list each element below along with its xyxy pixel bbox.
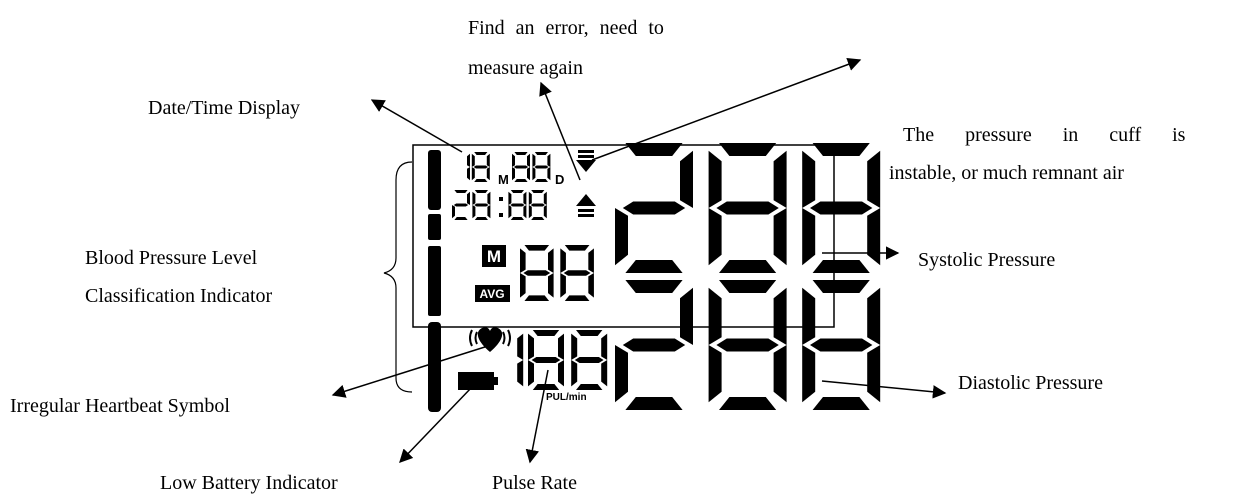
- irregular-heartbeat-icon: [469, 327, 511, 352]
- pulse-rate-label: Pulse Rate: [492, 472, 577, 494]
- arrow-error: [539, 81, 581, 181]
- classification-label-line2: Classification Indicator: [85, 285, 273, 307]
- arrow-datetime: [370, 99, 463, 153]
- error-indicator-icon: [576, 194, 596, 217]
- day-digits: [512, 152, 551, 182]
- error-label-line1: Find an error, need to: [468, 17, 664, 39]
- datetime-label: Date/Time Display: [148, 97, 301, 119]
- diastolic-label: Diastolic Pressure: [958, 372, 1103, 394]
- svg-text:AVG: AVG: [479, 287, 504, 301]
- month-unit: M: [498, 172, 509, 187]
- lcd-frame: [412, 144, 835, 328]
- classification-bar: [428, 150, 441, 412]
- avg-badge-icon: AVG: [475, 285, 510, 302]
- error-label-line2: measure again: [468, 57, 583, 79]
- svg-text:M: M: [487, 247, 501, 266]
- cuff-label-line1: The pressure in cuff is: [903, 124, 1186, 146]
- arrow-battery: [399, 386, 473, 463]
- cuff-label-line2: instable, or much remnant air: [889, 162, 1124, 184]
- day-unit: D: [555, 172, 564, 187]
- low-battery-icon: [458, 372, 498, 390]
- classification-label-line1: Blood Pressure Level: [85, 247, 258, 269]
- pulse-digits: [517, 330, 608, 390]
- arrow-pulse: [525, 369, 549, 464]
- arrow-diastolic: [821, 380, 947, 399]
- time-colon: [499, 197, 503, 217]
- pulse-unit: PUL/min: [546, 392, 587, 403]
- systolic-label: Systolic Pressure: [918, 249, 1056, 271]
- deflate-indicator-icon: [576, 150, 596, 172]
- arrow-cuff: [591, 57, 862, 161]
- month-digits: [467, 152, 490, 182]
- low-battery-label: Low Battery Indicator: [160, 472, 338, 494]
- memory-digits: [520, 245, 594, 301]
- arrow-irregular: [331, 345, 489, 398]
- memory-badge-icon: M: [482, 245, 506, 267]
- irregular-heartbeat-label: Irregular Heartbeat Symbol: [10, 395, 230, 417]
- diastolic-digits: [615, 280, 881, 410]
- classification-brace: [383, 161, 413, 393]
